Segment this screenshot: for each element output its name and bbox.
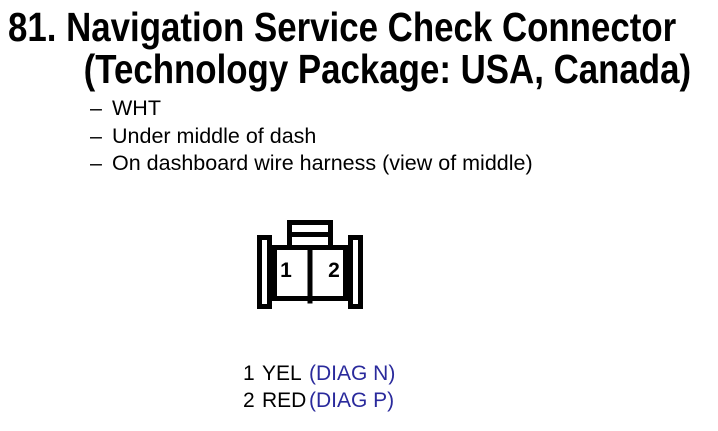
detail-text-location: Under middle of dash [112, 123, 317, 148]
pin-number: 1 [243, 362, 255, 385]
pinout-legend: 1 YEL (DIAG N) 2 RED(DIAG P) [243, 360, 395, 414]
bullet-dash: – [90, 96, 102, 120]
list-item: –On dashboard wire harness (view of midd… [90, 150, 533, 178]
pinout-row: 1 YEL (DIAG N) [243, 360, 395, 387]
detail-text-harness: On dashboard wire harness (view of middl… [112, 151, 533, 175]
connector-diagram: 1 2 [257, 220, 363, 309]
list-item: –WHT [90, 95, 533, 123]
cavity-2-label: 2 [328, 259, 340, 282]
bullet-dash: – [90, 151, 102, 175]
list-item: –Under middle of dash [90, 123, 533, 151]
bullet-dash: – [90, 123, 102, 148]
signal-name: (DIAG N) [309, 362, 396, 385]
detail-text-wire-color: WHT [112, 96, 161, 120]
signal-name: (DIAG P) [309, 389, 395, 412]
wire-color: RED [262, 389, 307, 412]
cavity-1-label: 1 [280, 259, 292, 282]
connector-right-wing [348, 235, 363, 309]
pin-number: 2 [243, 389, 255, 412]
pinout-row: 2 RED(DIAG P) [243, 387, 395, 414]
wire-color: YEL [262, 362, 302, 385]
page-title-line-2: (Technology Package: USA, Canada) [83, 46, 692, 92]
connector-left-wing [257, 235, 272, 309]
detail-list: –WHT –Under middle of dash –On dashboard… [90, 95, 533, 178]
page-title: 81. Navigation Service Check Connector (… [8, 6, 718, 90]
page-title-line-1: 81. Navigation Service Check Connector [8, 4, 677, 50]
